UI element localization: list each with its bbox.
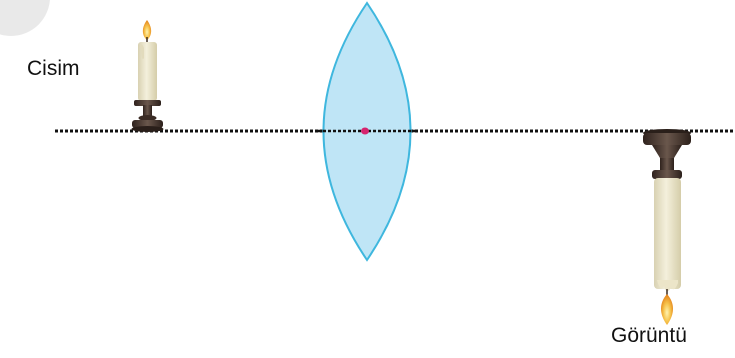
object-label: Cisim [27,58,80,79]
lens-center-point [361,128,369,135]
image-label: Görüntü [611,325,687,346]
upright-candle-icon [132,20,164,132]
inverted-candle-icon [643,129,691,325]
